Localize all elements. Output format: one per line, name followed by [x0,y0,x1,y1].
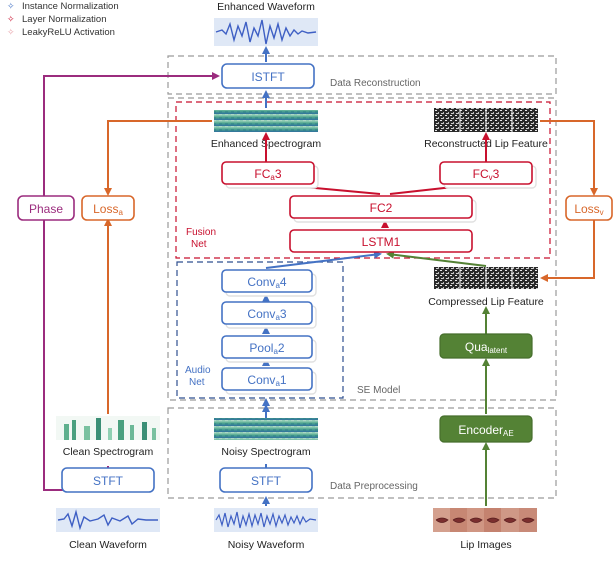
legend: ✧ Instance Normalization ✧ Layer Normali… [7,1,119,38]
svg-text:Qualatent: Qualatent [465,340,508,355]
svg-text:EncoderAE: EncoderAE [458,423,513,438]
compressed-lip-feature-image [434,267,538,289]
stft-noisy-block: STFT [219,467,313,493]
conv-a3-block: Conva3 [221,301,317,329]
se-model-label: SE Model [357,385,400,396]
legend-instance-norm: Instance Normalization [22,1,119,12]
se-model-box [167,97,557,401]
lip-images-strip [433,508,537,532]
svg-text:STFT: STFT [251,474,282,488]
phase-block: Phase [17,195,75,221]
svg-text:Phase: Phase [29,202,63,216]
svg-text:Conva1: Conva1 [247,373,286,388]
data-reconstruction-label: Data Reconstruction [330,78,421,89]
qua-latent-block: Qualatent [439,333,533,359]
conv-a1-block: Conva1 [221,367,317,395]
svg-text:Conva4: Conva4 [247,275,286,290]
fusion-net-label-1: Fusion [186,227,216,238]
conv-a4-block: Conva4 [221,269,317,297]
svg-text:ISTFT: ISTFT [251,70,285,84]
encoder-ae-block: EncoderAE [439,415,533,443]
data-preprocessing-box [167,407,557,499]
loss-v-block: Lossv [565,195,613,221]
enhanced-spectrogram-image [214,110,318,132]
reconstructed-lip-feature-image [434,108,538,132]
clean-spectrogram-image [56,416,160,440]
svg-text:Conva3: Conva3 [247,307,286,322]
lstm1-block: LSTM1 [289,229,473,253]
fusion-net-box [175,101,551,259]
clean-spectrogram-label: Clean Spectrogram [63,446,154,458]
compressed-lip-feature-label: Compressed Lip Feature [428,296,544,308]
fc-v3-block: FCv3 [439,161,537,189]
enhanced-waveform-image [214,18,318,46]
lip-images-label: Lip Images [460,539,511,551]
svg-text:Lossv: Lossv [574,202,603,217]
noisy-waveform-label: Noisy Waveform [228,539,305,551]
istft-block: ISTFT [221,63,315,89]
stft-clean-block: STFT [61,467,155,493]
svg-text:Lossa: Lossa [93,202,123,217]
legend-leaky-icon: ✧ [7,27,15,37]
legend-layer-icon: ✧ [7,14,15,24]
fc-a3-block: FCa3 [221,161,319,189]
fc2-block: FC2 [289,195,477,223]
clean-waveform-label: Clean Waveform [69,539,147,551]
legend-leaky-relu: LeakyReLU Activation [22,27,115,38]
svg-text:LSTM1: LSTM1 [362,235,401,249]
legend-layer-norm: Layer Normalization [22,14,106,25]
audio-net-label-2: Net [189,377,205,388]
svg-text:FC2: FC2 [370,201,393,215]
svg-text:STFT: STFT [93,474,124,488]
audio-net-box [176,261,344,399]
enhanced-waveform-label: Enhanced Waveform [217,1,315,13]
pool-a2-block: Poola2 [221,335,317,363]
audio-net-label-1: Audio [185,365,211,376]
fusion-net-label-2: Net [191,239,207,250]
svg-text:FCa3: FCa3 [254,167,281,182]
svg-text:Poola2: Poola2 [249,341,284,356]
noisy-spectrogram-image [214,418,318,440]
clean-waveform-image [56,508,160,532]
noisy-waveform-image [214,508,318,532]
loss-a-block: Lossa [81,195,135,221]
data-preprocessing-label: Data Preprocessing [330,481,418,492]
noisy-spectrogram-label: Noisy Spectrogram [221,446,311,458]
svg-text:FCv3: FCv3 [473,167,500,182]
legend-instance-icon: ✧ [7,1,15,11]
